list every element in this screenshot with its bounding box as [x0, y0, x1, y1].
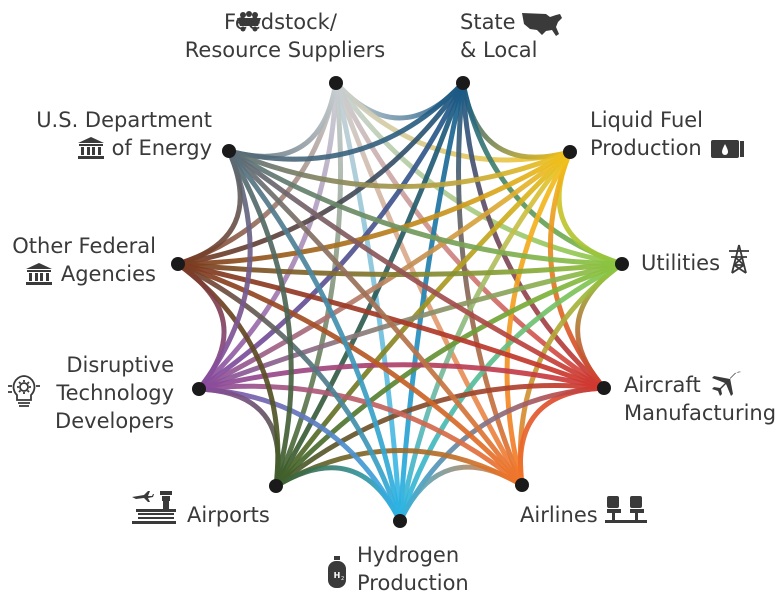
- node-dot-state: [456, 76, 470, 90]
- label-hydrogen-line1: Hydrogen: [357, 543, 460, 567]
- label-disruptive-line2: Technology: [56, 381, 174, 405]
- mining-cart-icon: [237, 11, 261, 32]
- label-utilities: Utilities: [641, 249, 720, 277]
- label-otherfed-line1: Other Federal: [12, 234, 156, 258]
- link-utilities-airports: [273, 261, 625, 489]
- link-utilities-disruptive: [196, 261, 625, 392]
- link-liquid-airports: [273, 149, 573, 489]
- link-state-hydrogen: [397, 80, 466, 524]
- link-liquid-hydrogen: [397, 149, 573, 524]
- link-utilities-doe: [226, 148, 625, 267]
- node-dot-disruptive: [192, 382, 206, 396]
- label-liquid-fuel: Liquid Fuel Production: [590, 106, 703, 162]
- label-aircraft-line2: Manufacturing: [624, 401, 777, 425]
- link-state-disruptive: [196, 80, 466, 392]
- link-liquid-utilities: [556, 149, 625, 267]
- link-liquid-doe: [226, 148, 573, 189]
- airplane-seats-icon: [605, 496, 647, 523]
- link-feedstock-hydrogen: [333, 80, 403, 524]
- lightbulb-gear-icon: [8, 375, 40, 407]
- node-dot-hydrogen: [393, 514, 407, 528]
- label-airports-line1: Airports: [187, 503, 270, 527]
- link-utilities-otherfed: [175, 261, 625, 277]
- link-aircraft-otherfed: [175, 261, 607, 391]
- link-feedstock-airlines: [333, 80, 525, 488]
- node-dot-otherfed: [171, 257, 185, 271]
- label-hydrogen-line2: Production: [357, 571, 469, 595]
- link-liquid-otherfed: [175, 149, 573, 267]
- label-state-line2: & Local: [460, 38, 538, 62]
- link-state-airlines: [456, 80, 525, 488]
- label-other-federal: Other Federal Agencies: [0, 232, 156, 288]
- link-otherfed-doe: [175, 148, 243, 267]
- link-state-airports: [273, 80, 466, 489]
- link-airlines-doe: [226, 148, 525, 488]
- link-hydrogen-otherfed: [175, 261, 403, 524]
- hydrogen-tank-icon: H 2: [328, 556, 346, 588]
- government-building-icon: [78, 137, 104, 159]
- label-aircraft-line1: Aircraft: [624, 373, 701, 397]
- link-state-liquid: [460, 80, 573, 160]
- link-airlines-otherfed: [175, 261, 525, 488]
- fuel-tank-icon: [711, 140, 744, 158]
- label-feedstock-line2: Resource Suppliers: [184, 38, 386, 62]
- label-disruptive-line3: Developers: [55, 409, 174, 433]
- link-airports-doe: [226, 148, 294, 489]
- label-feedstock-line1: Feedstock/: [224, 10, 337, 34]
- label-airlines-line1: Airlines: [520, 503, 598, 527]
- node-dot-utilities: [615, 257, 629, 271]
- government-building-icon: [26, 263, 52, 285]
- node-dot-aircraft: [597, 381, 611, 395]
- link-hydrogen-doe: [226, 148, 403, 524]
- link-liquid-disruptive: [196, 149, 573, 392]
- label-feedstock: Feedstock/ Resource Suppliers: [180, 8, 390, 64]
- label-doe: U.S. Department of Energy: [20, 106, 212, 162]
- link-aircraft-doe: [226, 148, 607, 391]
- link-feedstock-aircraft: [333, 80, 607, 391]
- link-feedstock-doe: [226, 80, 339, 159]
- link-liquid-airlines: [504, 149, 573, 488]
- label-disruptive-line1: Disruptive: [66, 353, 174, 377]
- link-state-aircraft: [460, 80, 607, 391]
- link-state-doe: [226, 80, 466, 162]
- label-liquid-line2: Production: [590, 136, 702, 160]
- svg-text:H: H: [334, 571, 341, 580]
- node-dot-airports: [269, 479, 283, 493]
- node-dot-doe: [222, 144, 236, 158]
- airplane-icon: [712, 371, 741, 396]
- airport-tower-icon: [132, 491, 176, 524]
- label-airports: Airports: [187, 501, 270, 529]
- svg-text:2: 2: [341, 576, 344, 582]
- label-doe-line2: of Energy: [111, 136, 212, 160]
- label-liquid-line1: Liquid Fuel: [590, 108, 704, 132]
- node-dot-airlines: [515, 478, 529, 492]
- label-state-line1: State: [460, 10, 516, 34]
- us-map-icon: [522, 13, 562, 36]
- label-hydrogen: Hydrogen Production: [357, 541, 469, 597]
- label-utilities-line1: Utilities: [641, 251, 721, 275]
- link-airports-disruptive: [196, 386, 281, 489]
- label-doe-line1: U.S. Department: [36, 108, 212, 132]
- label-otherfed-line2: Agencies: [60, 262, 156, 286]
- node-dot-liquid: [563, 145, 577, 159]
- label-aircraft: Aircraft Manufacturing: [624, 371, 776, 427]
- node-dot-feedstock: [329, 76, 343, 90]
- label-disruptive: Disruptive Technology Developers: [28, 351, 174, 435]
- label-airlines: Airlines: [520, 501, 598, 529]
- link-aircraft-disruptive: [196, 362, 607, 392]
- power-tower-icon: [729, 244, 749, 274]
- label-state: State & Local: [460, 8, 537, 64]
- link-feedstock-airports: [273, 80, 344, 489]
